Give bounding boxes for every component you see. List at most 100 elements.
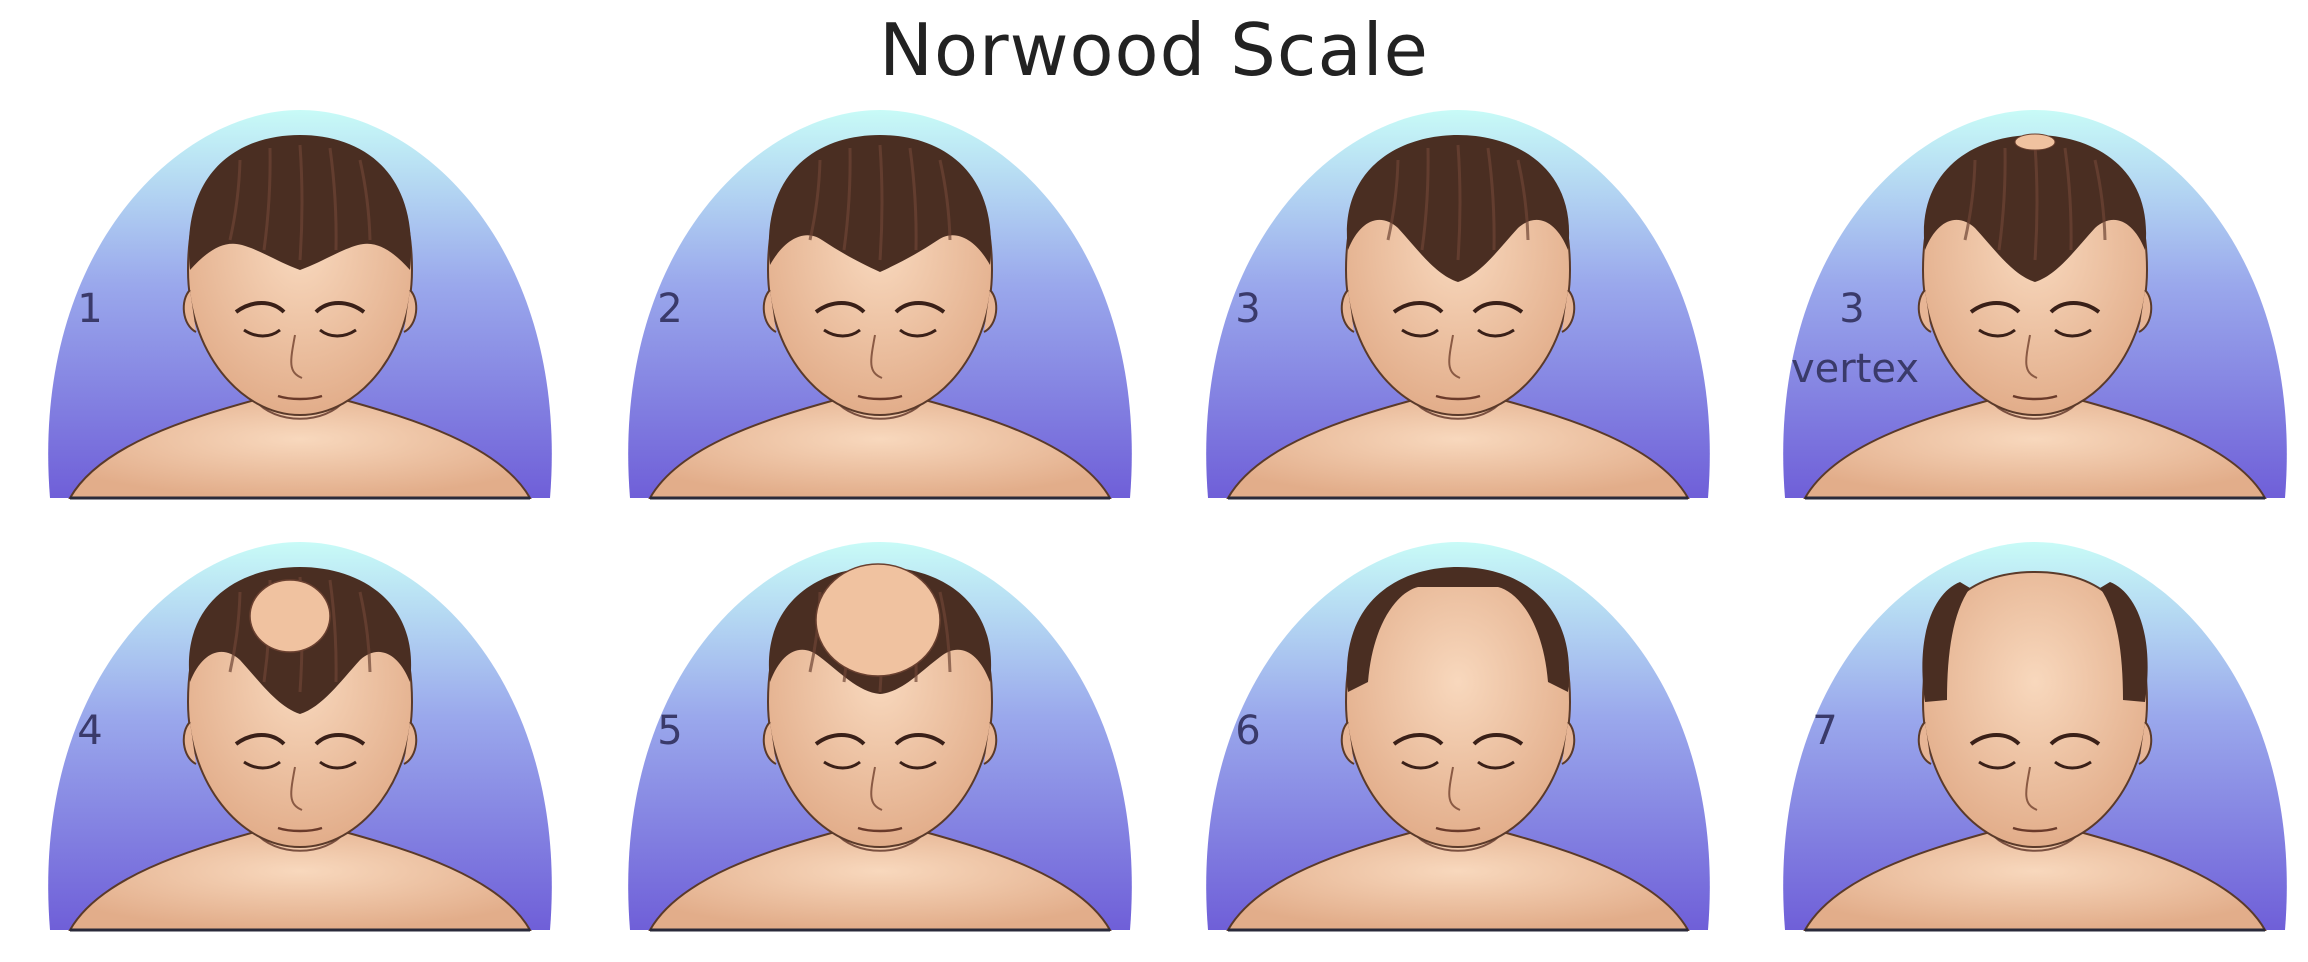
hair-strand bbox=[1997, 147, 2007, 251]
left-eye bbox=[1401, 328, 1439, 338]
head-illustration-3 bbox=[1206, 110, 1710, 500]
left-ear bbox=[1917, 289, 1932, 333]
nose bbox=[2025, 766, 2038, 811]
stage-panel-5: 5 bbox=[620, 532, 1140, 952]
hair-strand bbox=[1420, 147, 1430, 251]
left-eye bbox=[1401, 760, 1439, 770]
right-ear bbox=[403, 721, 418, 765]
stage-label-1: 1 bbox=[77, 286, 103, 332]
stage-panel-1: 1 bbox=[40, 100, 560, 520]
head-illustration-2 bbox=[628, 110, 1132, 500]
hair-strand bbox=[328, 147, 338, 251]
hair-strand bbox=[358, 159, 372, 241]
left-ear bbox=[762, 721, 777, 765]
nose bbox=[290, 334, 303, 379]
left-ear bbox=[1340, 721, 1355, 765]
right-brow bbox=[314, 733, 366, 746]
mouth bbox=[1435, 394, 1481, 401]
nose bbox=[870, 334, 883, 379]
right-eye bbox=[899, 328, 937, 338]
stage-panel-4: 4 bbox=[40, 532, 560, 952]
stage-panel-2: 2 bbox=[620, 100, 1140, 520]
crown-spot bbox=[2014, 133, 2056, 151]
left-brow bbox=[234, 301, 286, 314]
head-illustration-6 bbox=[1206, 542, 1710, 932]
nose bbox=[2025, 334, 2038, 379]
hair bbox=[1346, 135, 1570, 282]
right-eye bbox=[319, 328, 357, 338]
hair-strand bbox=[2063, 147, 2073, 251]
hair bbox=[768, 135, 992, 272]
hair bbox=[188, 135, 412, 270]
stage-label-4: 4 bbox=[77, 708, 103, 754]
left-eye bbox=[243, 328, 281, 338]
right-brow bbox=[1472, 733, 1524, 746]
head-illustration-1 bbox=[48, 110, 552, 500]
stage-label-6: 6 bbox=[1235, 708, 1261, 754]
mouth bbox=[2012, 826, 2058, 833]
mouth bbox=[1435, 826, 1481, 833]
hair-strand bbox=[1486, 147, 1496, 251]
right-ear bbox=[2138, 721, 2153, 765]
left-eye bbox=[823, 760, 861, 770]
left-brow bbox=[814, 733, 866, 746]
hair-strand bbox=[1386, 159, 1400, 241]
hair-strand bbox=[2093, 159, 2107, 241]
right-eye bbox=[2054, 760, 2092, 770]
stage-label-7: 7 bbox=[1812, 708, 1838, 754]
head-illustration-4 bbox=[48, 542, 552, 932]
stage-panel-3: 3 bbox=[1198, 100, 1718, 520]
right-brow bbox=[2049, 733, 2101, 746]
hair-strand bbox=[228, 159, 242, 241]
right-ear bbox=[403, 289, 418, 333]
nose bbox=[1448, 766, 1461, 811]
nose bbox=[870, 766, 883, 811]
hair-strand bbox=[228, 591, 242, 673]
hair-strand bbox=[1963, 159, 1977, 241]
left-brow bbox=[814, 301, 866, 314]
stage-panel-7: 7 bbox=[1775, 532, 2295, 952]
left-brow bbox=[1392, 733, 1444, 746]
hair-strand bbox=[262, 147, 272, 251]
mouth bbox=[277, 394, 323, 401]
head-illustration-3-vertex bbox=[1783, 110, 2287, 500]
hair-strand bbox=[808, 159, 822, 241]
right-eye bbox=[1477, 328, 1515, 338]
left-eye bbox=[1978, 328, 2016, 338]
left-ear bbox=[1340, 289, 1355, 333]
crown-patch bbox=[249, 579, 331, 653]
right-eye bbox=[899, 760, 937, 770]
right-ear bbox=[1561, 289, 1576, 333]
stage-label-2: 2 bbox=[657, 286, 683, 332]
head-illustration-5 bbox=[628, 542, 1132, 932]
left-brow bbox=[1392, 301, 1444, 314]
left-ear bbox=[182, 721, 197, 765]
stage-sublabel-vertex: vertex bbox=[1791, 346, 1919, 392]
stage-panel-3-vertex: 3 vertex bbox=[1775, 100, 2295, 520]
right-brow bbox=[894, 733, 946, 746]
right-ear bbox=[983, 721, 998, 765]
right-eye bbox=[1477, 760, 1515, 770]
mouth bbox=[857, 394, 903, 401]
nose bbox=[1448, 334, 1461, 379]
head-illustration-7 bbox=[1783, 542, 2287, 932]
right-brow bbox=[1472, 301, 1524, 314]
hair-strand bbox=[328, 579, 338, 683]
stage-label-3: 3 bbox=[1235, 286, 1261, 332]
hair-strand bbox=[1456, 144, 1462, 261]
stage-label-5: 5 bbox=[657, 708, 683, 754]
hair bbox=[1922, 582, 2148, 702]
left-eye bbox=[823, 328, 861, 338]
head bbox=[1921, 570, 2149, 849]
hair-strand bbox=[938, 591, 952, 673]
hair-strand bbox=[878, 144, 884, 261]
right-eye bbox=[319, 760, 357, 770]
hair-strand bbox=[908, 147, 918, 251]
hair bbox=[1923, 135, 2147, 282]
nose bbox=[290, 766, 303, 811]
mouth bbox=[277, 826, 323, 833]
hair-strand bbox=[358, 591, 372, 673]
right-ear bbox=[2138, 289, 2153, 333]
hair-strand bbox=[298, 144, 304, 261]
